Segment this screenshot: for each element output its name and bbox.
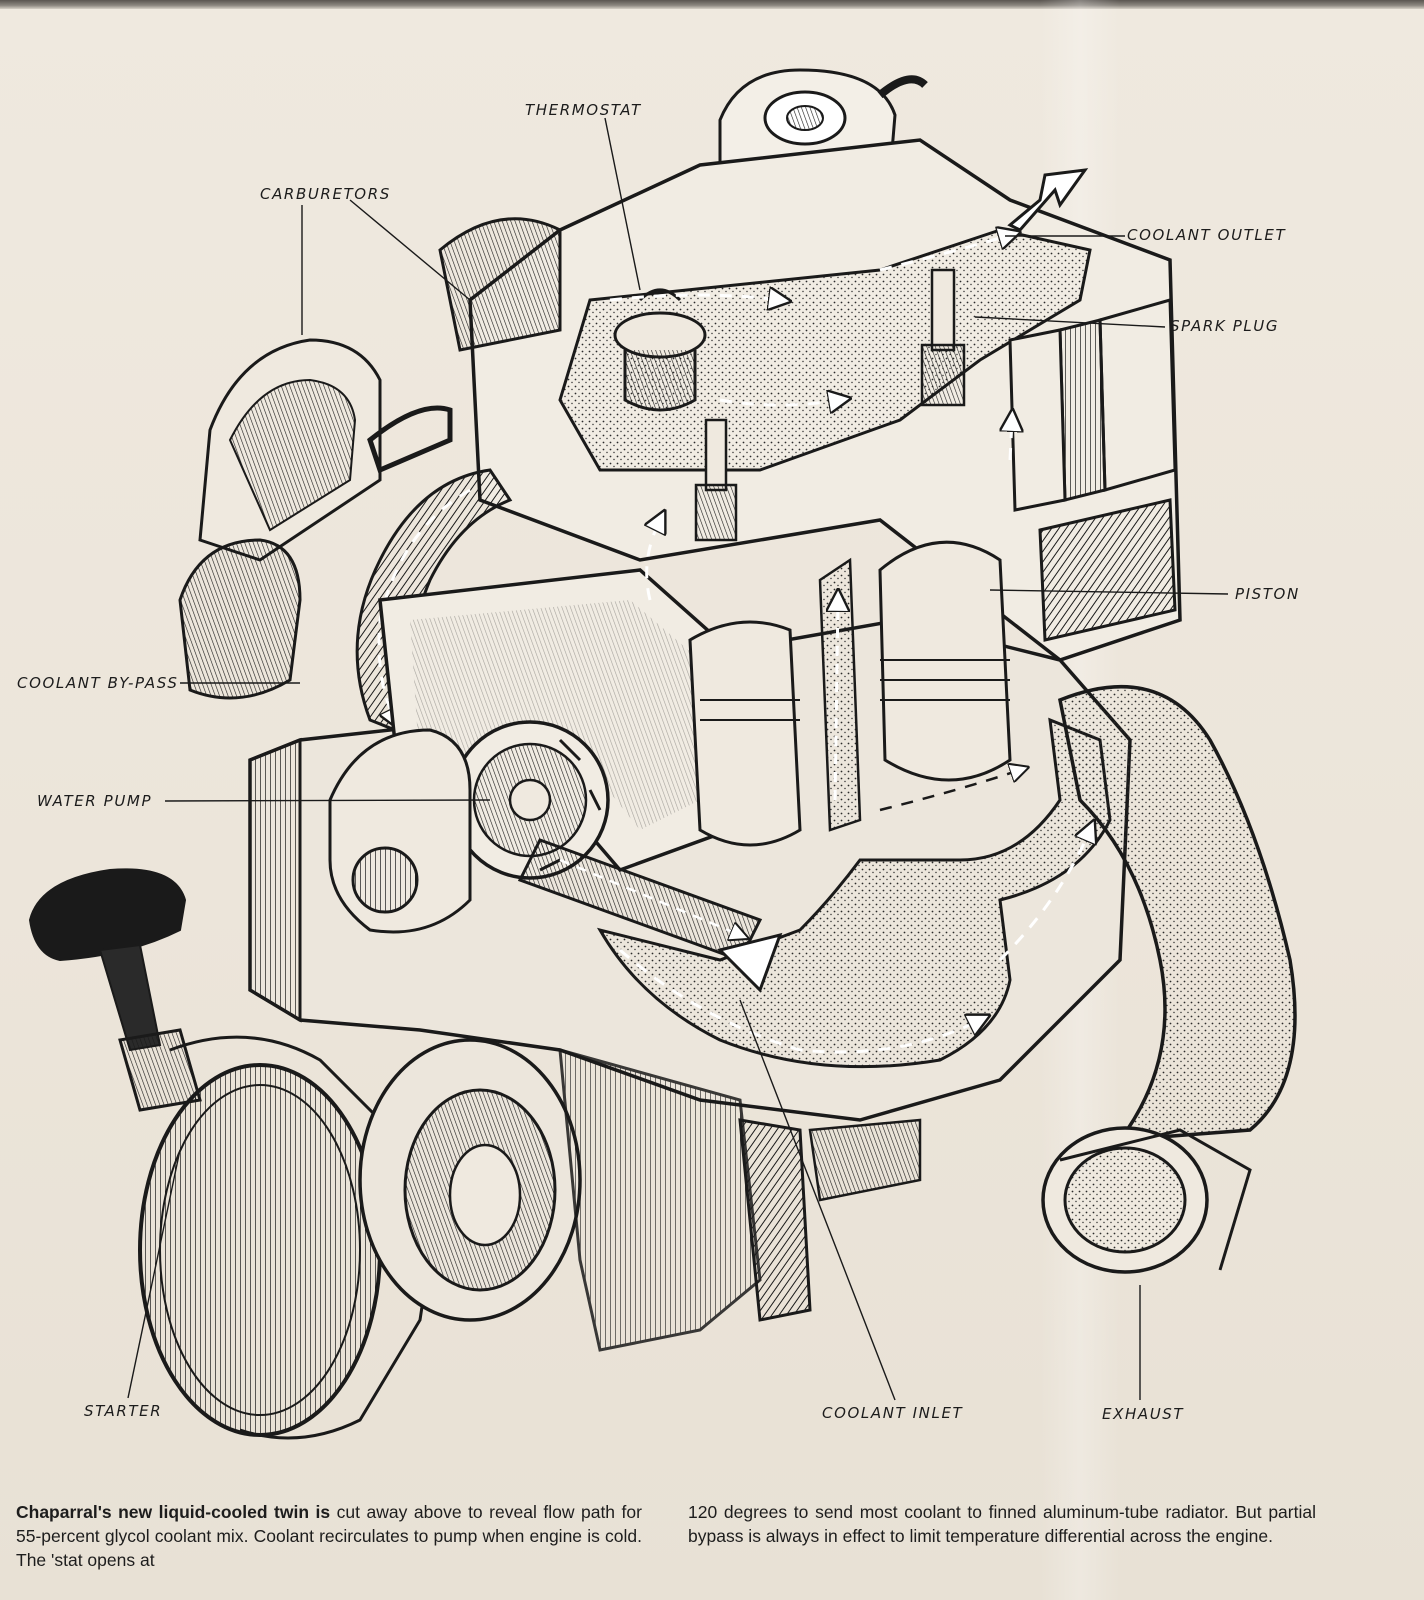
leader-lines: [127, 117, 1229, 1401]
head-flow-arrows: [609, 295, 1012, 601]
label-carburetors: CARBURETORS: [260, 185, 391, 203]
label-starter: STARTER: [84, 1402, 163, 1420]
water-pump-impeller: [450, 720, 610, 880]
coolant-outlet-arrow: [879, 168, 1089, 272]
caption-col1-text: cut away above to reveal flow path for 5…: [16, 1502, 642, 1570]
caption-column-2: 120 degrees to send most coolant to finn…: [688, 1502, 1316, 1546]
crank-cover: [328, 728, 472, 934]
label-piston: PISTON: [1235, 585, 1300, 603]
label-thermostat: THERMOSTAT: [525, 101, 642, 119]
water-jacket: [596, 717, 1112, 1069]
top-rule: [0, 0, 1424, 9]
caption-column-1: Chaparral's new liquid-cooled twin is cu…: [16, 1500, 642, 1572]
carburetor-assembly: [198, 217, 562, 562]
exhaust-manifold: [1041, 684, 1297, 1274]
spark-plugs: [694, 268, 966, 542]
lower-case: [558, 1047, 922, 1352]
label-coolant-bypass: COOLANT BY-PASS: [17, 674, 179, 692]
label-spark-plug: SPARK PLUG: [1170, 317, 1280, 335]
label-water-pump: WATER PUMP: [37, 792, 153, 810]
engine-cutaway-illustration: [28, 68, 1297, 1440]
piston: [818, 540, 1012, 832]
label-coolant-inlet: COOLANT INLET: [822, 1404, 964, 1422]
caption-lead: Chaparral's new liquid-cooled twin is: [16, 1502, 331, 1522]
thermostat-unit: [613, 288, 707, 412]
flywheel-pulley: [358, 1038, 582, 1322]
label-coolant-outlet: COOLANT OUTLET: [1127, 226, 1287, 244]
label-exhaust: EXHAUST: [1102, 1405, 1185, 1423]
fuel-pump: [178, 538, 302, 700]
pump-shaft: [517, 838, 783, 993]
starter-handle: [28, 868, 202, 1112]
left-cylinder: [688, 620, 802, 847]
